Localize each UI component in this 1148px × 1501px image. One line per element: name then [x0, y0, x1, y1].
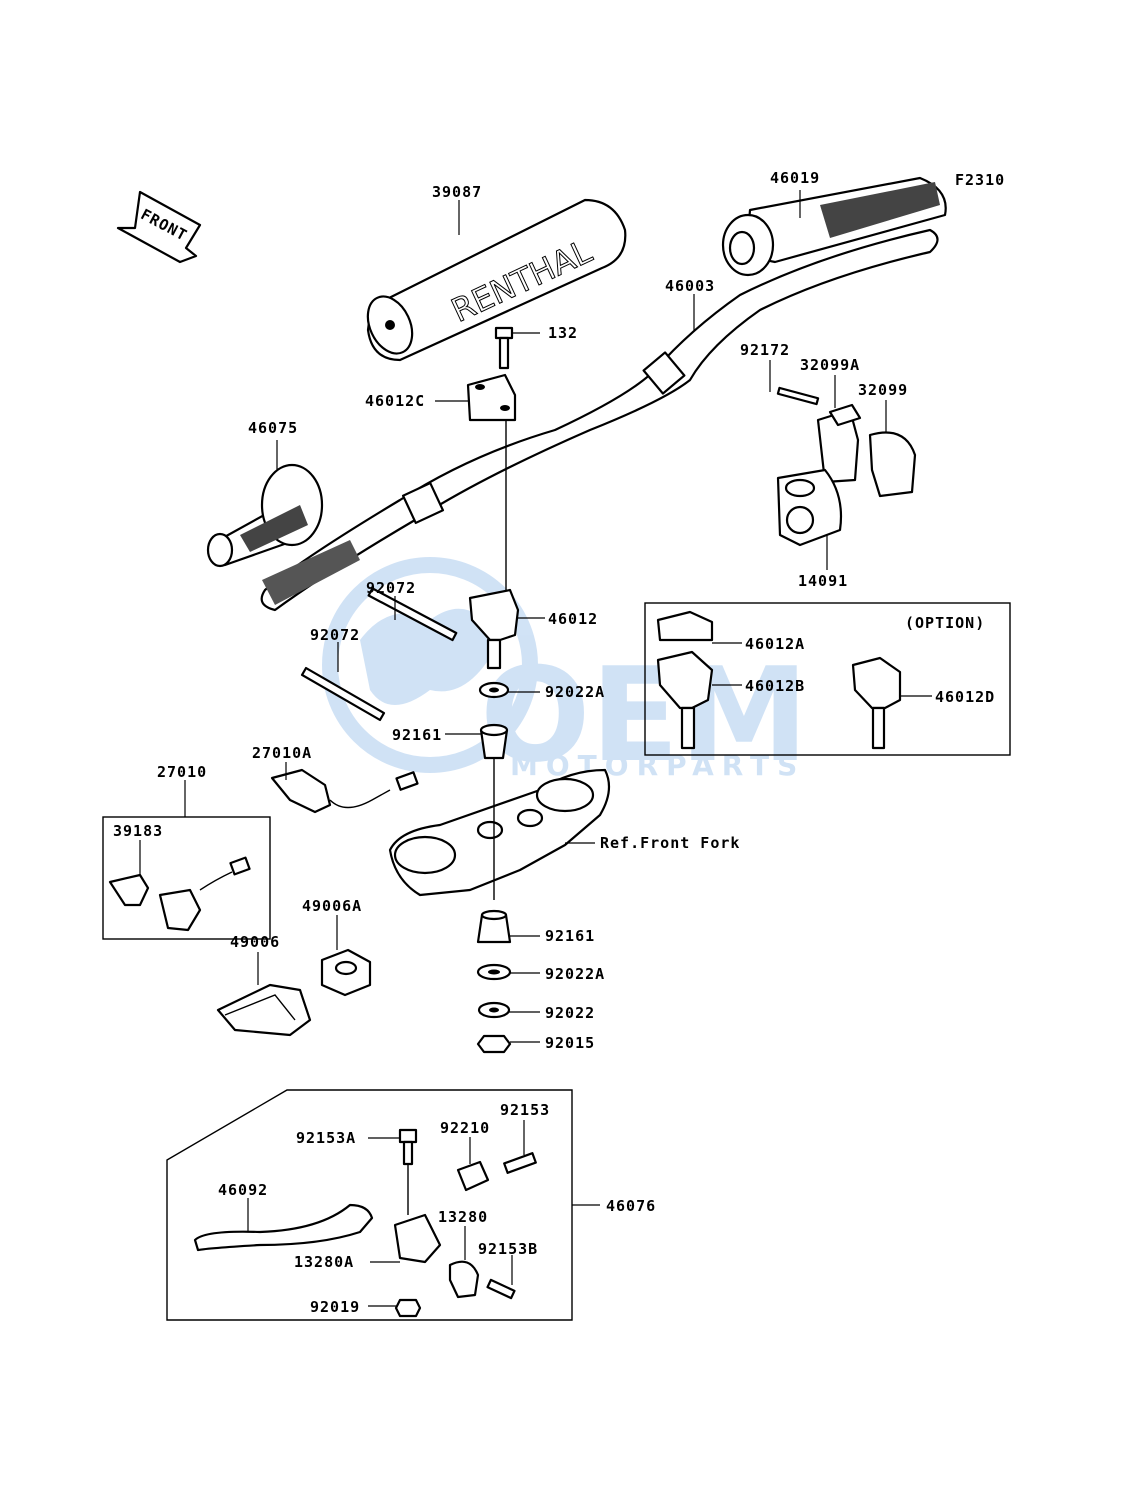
bolt-132 [494, 326, 514, 370]
label-92161-top: 92161 [392, 726, 442, 744]
label-13280a: 13280A [294, 1253, 354, 1271]
label-92022a-top: 92022A [545, 683, 605, 701]
label-32099: 32099 [858, 381, 908, 399]
label-32099a: 32099A [800, 356, 860, 374]
lever-perch-13280a [393, 1213, 442, 1264]
option-clamp-46012b [656, 650, 714, 750]
label-92022: 92022 [545, 1004, 595, 1022]
figure-code: F2310 [955, 171, 1005, 189]
hot-start-lever-27010a [270, 768, 419, 814]
washer-92022 [477, 1001, 511, 1019]
handlebar-pad: RENTHAL [366, 198, 627, 362]
hot-start-kit-parts [108, 856, 251, 932]
label-132: 132 [548, 324, 578, 342]
spring-92210 [456, 1160, 490, 1192]
switch-housing-32099a [816, 403, 862, 484]
label-14091: 14091 [798, 572, 848, 590]
adjuster-49006a [320, 948, 372, 997]
upper-clamp [466, 373, 517, 422]
label-46012c: 46012C [365, 392, 425, 410]
label-39183: 39183 [113, 822, 163, 840]
label-92153a: 92153A [296, 1129, 356, 1147]
label-92172: 92172 [740, 341, 790, 359]
label-46019: 46019 [770, 169, 820, 187]
clutch-lever-46092 [193, 1203, 374, 1252]
label-92022a-bottom: 92022A [545, 965, 605, 983]
damper-92161-top [479, 723, 509, 760]
washer-92022a-bottom [476, 963, 512, 981]
label-92015: 92015 [545, 1034, 595, 1052]
ref-front-fork: Ref.Front Fork [600, 834, 740, 852]
label-46012: 46012 [548, 610, 598, 628]
label-46075: 46075 [248, 419, 298, 437]
label-46003: 46003 [665, 277, 715, 295]
label-49006: 49006 [230, 933, 280, 951]
label-92072-b: 92072 [310, 626, 360, 644]
engine-stop-switch [776, 468, 843, 547]
option-clamp-46012d [851, 656, 902, 750]
lever-clamp-13280 [448, 1260, 480, 1299]
option-clamp-46012a [656, 610, 714, 642]
right-throttle-grip [721, 176, 947, 277]
front-direction-marker: FRONT [116, 190, 202, 264]
nut-92019 [394, 1298, 422, 1318]
label-92153: 92153 [500, 1101, 550, 1119]
label-92019: 92019 [310, 1298, 360, 1316]
label-46076: 46076 [606, 1197, 656, 1215]
oem-motorparts-watermark: OEM MOTORPARTS [322, 557, 809, 791]
screw-92153 [503, 1152, 537, 1174]
left-grip [206, 463, 324, 568]
bolt-92153a [398, 1128, 418, 1166]
bolt-92153b [486, 1278, 516, 1300]
label-92161-bottom: 92161 [545, 927, 595, 945]
lower-clamp [468, 588, 520, 670]
switch-screw-92172 [776, 386, 820, 406]
label-92153b: 92153B [478, 1240, 538, 1258]
label-27010a: 27010A [252, 744, 312, 762]
label-46092: 46092 [218, 1181, 268, 1199]
lever-assembly-box [166, 1089, 573, 1321]
washer-92022a-top [478, 681, 510, 699]
label-49006a: 49006A [302, 897, 362, 915]
triple-clamp [388, 768, 611, 897]
label-39087: 39087 [432, 183, 482, 201]
hot-start-kit-box [102, 816, 271, 940]
lever-holder-49006 [216, 983, 312, 1037]
option-box [644, 602, 1011, 756]
cable-tie-1 [367, 587, 458, 642]
nut-92015 [476, 1034, 512, 1054]
label-46012a: 46012A [745, 635, 805, 653]
label-46012b: 46012B [745, 677, 805, 695]
label-13280: 13280 [438, 1208, 488, 1226]
option-label: (OPTION) [905, 614, 985, 632]
label-92072-a: 92072 [366, 579, 416, 597]
switch-cover-32099 [868, 431, 917, 498]
label-46012d: 46012D [935, 688, 995, 706]
label-92210: 92210 [440, 1119, 490, 1137]
damper-92161-bottom [476, 909, 512, 944]
cable-tie-2 [300, 666, 386, 722]
label-27010: 27010 [157, 763, 207, 781]
watermark-subtitle: MOTORPARTS [510, 749, 805, 782]
handlebar [260, 228, 939, 612]
